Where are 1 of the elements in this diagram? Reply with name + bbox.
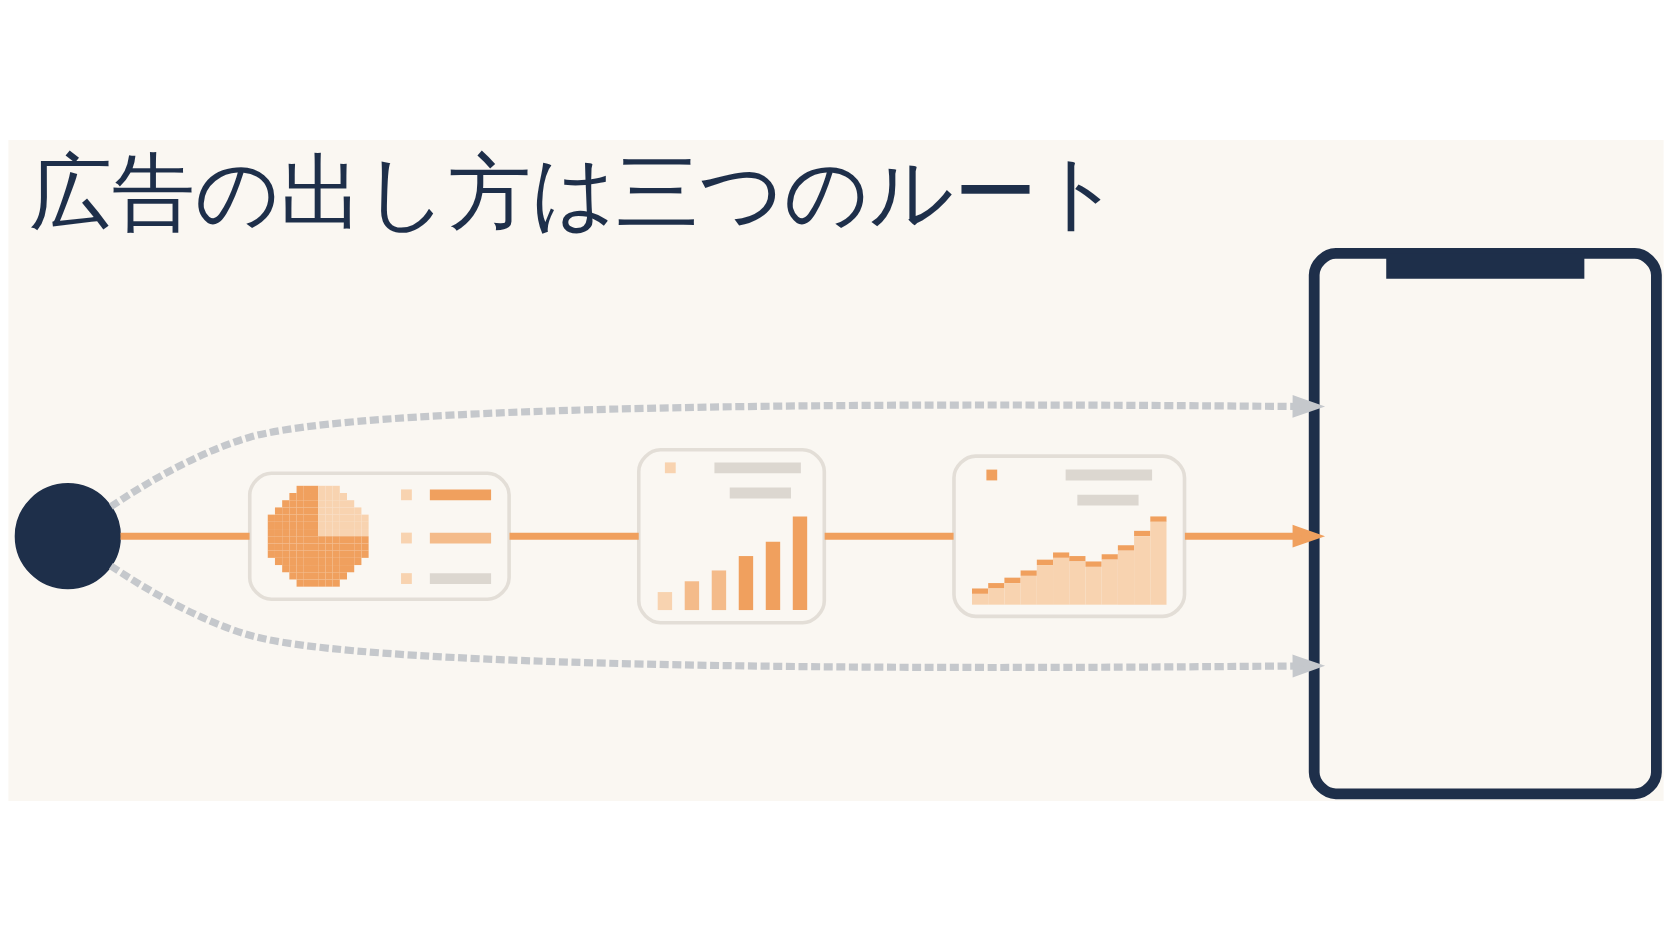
diagram-title: 広告の出し方は三つのルート	[29, 143, 1123, 241]
